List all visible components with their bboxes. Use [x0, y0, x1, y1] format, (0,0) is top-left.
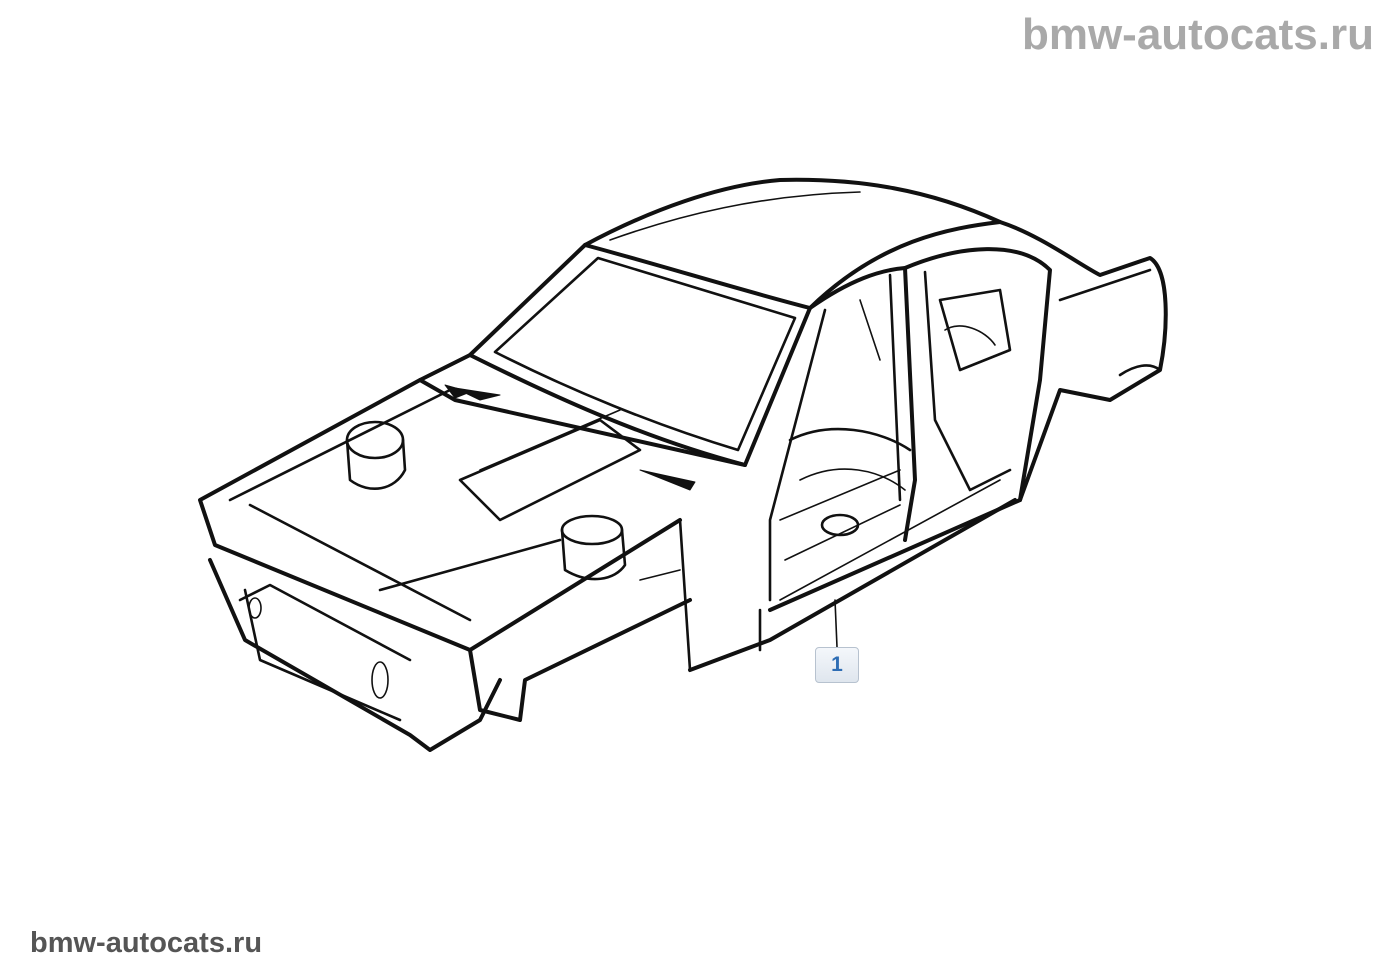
- watermark-bottom: bmw-autocats.ru: [30, 927, 263, 959]
- front-right-shock-tower: [560, 514, 624, 546]
- windshield-frame: [468, 243, 812, 467]
- rear-quarter: [768, 220, 1168, 612]
- rocker-panel: [688, 498, 1017, 672]
- roof-outline: [583, 177, 1002, 310]
- callout-1[interactable]: 1: [815, 647, 859, 683]
- c-pillar: [903, 247, 1052, 502]
- watermark-top: bmw-autocats.ru: [1021, 10, 1374, 59]
- floor-pan: [788, 427, 912, 452]
- callout-1-leader: [834, 599, 838, 648]
- front-fender-apron: [198, 378, 682, 652]
- radiator-support: [208, 558, 502, 752]
